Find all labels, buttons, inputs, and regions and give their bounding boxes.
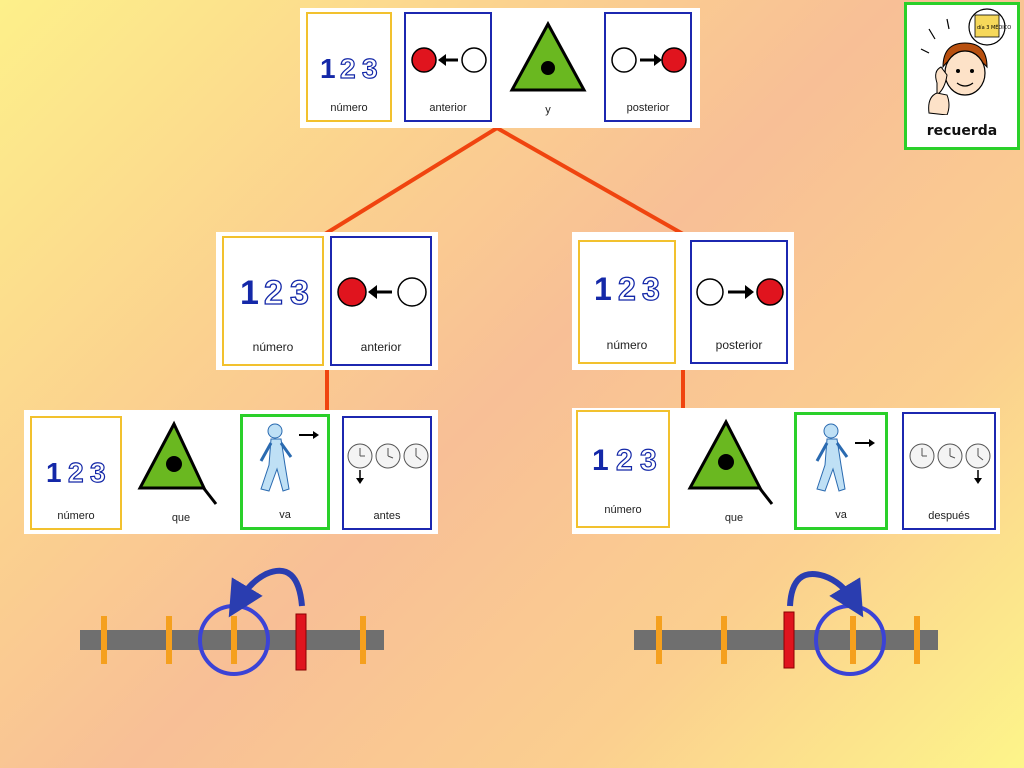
card-label: va [279,509,291,521]
svg-text:3: 3 [642,271,660,307]
svg-text:1: 1 [592,444,609,477]
card-label: número [606,338,648,352]
card-posterior: posterior [690,240,788,364]
card-label: número [57,510,95,522]
svg-text:3: 3 [90,457,106,488]
card-despues: después [902,412,996,530]
numbers-123-icon: 1 2 3 [320,52,378,84]
numbers-123-icon: 1 2 3 [594,270,660,307]
clocks-before-icon [347,443,429,484]
current-number-marker [295,613,307,671]
card-va: va [240,414,330,530]
card-numero: 1 2 3 número [222,236,324,366]
tick [656,616,662,664]
card-label: anterior [360,340,402,354]
relative-triangle-icon [687,418,774,505]
card-numero: 1 2 3 número [576,410,670,528]
bottom-right-panel: 1 2 3 número que va [572,408,1000,534]
tick [914,616,920,664]
card-label: número [252,340,294,354]
dot-arrow-right-icon [696,278,784,306]
card-label: que [171,512,191,524]
svg-text:1: 1 [594,271,612,307]
svg-text:3: 3 [640,444,657,477]
tick [231,616,237,664]
card-label: anterior [429,102,467,114]
middle-right-panel: 1 2 3 número posterior [572,232,794,370]
svg-text:día 3 MÉDICO: día 3 MÉDICO [977,23,1011,31]
top-panel: 1 2 3 número anterior y posterior [300,8,700,128]
dot-arrow-left-icon [337,277,427,307]
card-antes: antes [342,416,432,530]
clocks-after-icon [909,443,991,484]
jump-arrow-forward [787,571,864,618]
card-label: antes [373,510,401,522]
card-label: después [928,510,970,522]
card-posterior: posterior [604,12,692,122]
recuerda-label: recuerda [926,123,998,139]
numbers-123-icon: 1 2 3 [240,273,310,312]
svg-text:2: 2 [264,274,283,312]
card-label: y [545,104,551,116]
connector-top-left [323,126,499,236]
card-label: que [724,512,744,524]
svg-text:1: 1 [46,457,62,488]
svg-text:2: 2 [618,271,636,307]
svg-text:3: 3 [362,53,378,84]
connector-top-right [496,126,684,236]
svg-text:2: 2 [340,53,356,84]
card-numero: 1 2 3 número [306,12,392,122]
number-line-after [634,571,938,676]
tick [166,616,172,664]
card-numero: 1 2 3 número [578,240,676,364]
tick [721,616,727,664]
card-y: y [504,12,592,122]
card-va: va [794,412,888,530]
svg-text:3: 3 [290,274,309,312]
relative-triangle-icon [509,20,587,92]
number-line-before [80,567,384,676]
svg-text:2: 2 [68,457,84,488]
current-number-marker [783,611,795,669]
card-label: posterior [715,338,763,352]
walking-person-icon [815,423,875,492]
relative-triangle-icon [137,420,218,505]
numbers-123-icon: 1 2 3 [46,456,106,488]
middle-left-panel: 1 2 3 número anterior [216,232,438,370]
card-label: va [835,509,847,521]
numbers-123-icon: 1 2 3 [592,443,657,477]
recuerda-card: día 3 MÉDICO recuerda [904,2,1020,150]
card-anterior: anterior [404,12,492,122]
tick [360,616,366,664]
thinking-person-icon: día 3 MÉDICO [920,8,1011,116]
tick [850,616,856,664]
svg-text:1: 1 [320,53,336,84]
dot-arrow-left-icon [411,47,487,73]
card-que: que [132,416,230,530]
card-label: número [330,102,368,114]
card-label: posterior [626,102,670,114]
jump-arrow-back [228,567,305,618]
card-que: que [682,414,786,530]
svg-text:1: 1 [240,274,259,312]
svg-text:2: 2 [616,444,633,477]
card-anterior: anterior [330,236,432,366]
dot-arrow-right-icon [611,47,687,73]
tick [101,616,107,664]
bottom-left-panel: 1 2 3 número que va [24,410,438,534]
card-numero: 1 2 3 número [30,416,122,530]
walking-person-icon [259,423,319,492]
card-label: número [604,504,642,516]
